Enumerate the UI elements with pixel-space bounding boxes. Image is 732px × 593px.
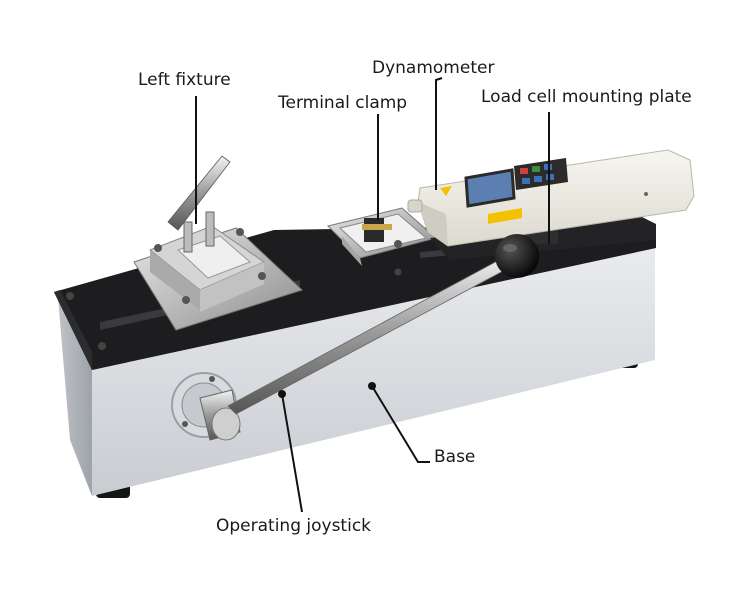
leader-dynamometer <box>435 77 443 190</box>
label-left-fixture: Left fixture <box>138 70 231 90</box>
label-base: Base <box>434 447 476 467</box>
label-operating-joystick: Operating joystick <box>216 516 372 536</box>
left-fixture <box>133 155 303 331</box>
leader-lines <box>195 77 550 513</box>
label-terminal-clamp: Terminal clamp <box>278 93 408 113</box>
base-pointer-dot <box>368 382 376 390</box>
joystick-pointer-dot <box>278 390 286 398</box>
label-dynamometer: Dynamometer <box>372 58 495 78</box>
leader-base <box>371 385 430 463</box>
leader-dots <box>278 382 376 398</box>
leader-operating-joystick <box>281 393 303 513</box>
operating-joystick <box>171 234 539 441</box>
dynamometer <box>407 149 695 247</box>
label-load-cell-mounting-plate: Load cell mounting plate <box>481 87 692 107</box>
